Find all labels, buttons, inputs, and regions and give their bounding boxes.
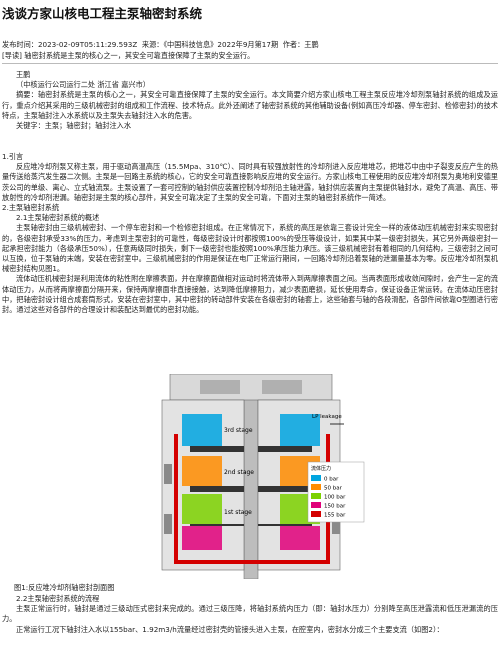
stage1-green-left — [182, 494, 222, 524]
pump-shaft — [243, 373, 259, 580]
bolt — [164, 514, 172, 534]
legend-swatch — [311, 484, 321, 490]
seal-face — [190, 524, 244, 526]
stage1-label: 1st stage — [224, 509, 252, 516]
seal-diagram: 3rd stage 2nd stage 1st stage LP leakage… — [161, 373, 365, 580]
figure-caption: 图1:反应堆冷却剂轴密封剖面图 — [14, 583, 115, 592]
section-1-body: 反应堆冷却剂泵又称主泵，用于驱动高温高压（15.5Mpa、310℃）、同时具有较… — [2, 162, 498, 202]
seal-face — [190, 486, 244, 492]
stage2-label: 2nd stage — [224, 469, 254, 476]
legend-swatch — [311, 493, 321, 499]
abstract: 摘要：轴密封系统是主泵的核心之一，其安全可靠直接保障了主泵的安全运行。本文简要介… — [2, 90, 498, 120]
seal-cross-section-figure: 3rd stage 2nd stage 1st stage LP leakage… — [140, 373, 366, 580]
pressure-legend: 流体压力 0 bar 50 bar 100 bar 150 bar 155 bar — [307, 461, 365, 523]
upper-housing — [169, 373, 333, 401]
section-2-1-body2: 流体动压机械密封是利用流体的粘性附在摩擦表面，并在摩擦面做相对运动时将流体带入到… — [2, 274, 498, 315]
stage1-magenta-right — [280, 526, 320, 550]
section-2-2-body1: 主泵正常运行时，轴封是通过三级动压式密封来完成的。通过三级压降，将轴封系统内压力… — [2, 604, 498, 624]
stage3-label: 3rd stage — [224, 427, 253, 434]
legend-swatch — [311, 502, 321, 508]
legend-swatch — [311, 511, 321, 517]
section-2-1-body: 主泵轴密封由三级机械密封、一个停车密封和一个检修密封组成。在正常情况下，系统的高… — [2, 223, 498, 274]
legend-label: 0 bar — [324, 477, 339, 483]
legend-label: 150 bar — [324, 504, 346, 510]
legend-label: 50 bar — [324, 486, 343, 492]
author-affiliation: （中核运行公司运行二处 浙江省 嘉兴市） — [16, 80, 150, 90]
divider — [2, 63, 498, 64]
source-label: 来源： — [141, 40, 164, 49]
section-1: 1.引言 反应堆冷却剂泵又称主泵，用于驱动高温高压（15.5Mpa、310℃）、… — [2, 152, 498, 315]
source-link[interactable]: 《中国科技信息》2022年9月第17期 — [163, 40, 279, 49]
legend-label: 155 bar — [324, 513, 346, 519]
publish-time: 发布时间：2023-02-09T05:11:29.593Z — [2, 40, 138, 49]
stage1-magenta-left — [182, 526, 222, 550]
hp-channel-left — [174, 434, 178, 564]
author-block: 王鹏 （中核运行公司运行二处 浙江省 嘉兴市） 摘要：轴密封系统是主泵的核心之一… — [2, 70, 498, 131]
section-2-2: 2.2主泵轴密封系统的流程 主泵正常运行时，轴封是通过三级动压式密封来完成的。通… — [2, 594, 498, 635]
section-2-2-body2: 正常运行工况下轴封注入水以155bar、1.92m3/h流量经过密封壳的管接头进… — [16, 624, 444, 634]
author-link[interactable]: 王鹏 — [304, 40, 319, 49]
author-name: 王鹏 — [16, 70, 31, 79]
stage2-zone-left — [182, 456, 222, 486]
seal-face — [190, 446, 244, 452]
author-label: 作者： — [282, 40, 305, 49]
seal-face — [258, 446, 312, 452]
section-2-2-heading: 2.2主泵轴密封系统的流程 — [16, 594, 100, 603]
stage3-zone-left — [182, 414, 222, 446]
stage3-zone-right — [280, 414, 320, 446]
section-2-heading: 2.主泵轴密封系统 — [2, 203, 60, 213]
bolt — [332, 514, 340, 534]
legend-title: 流体压力 — [311, 465, 331, 472]
bolt — [164, 464, 172, 484]
keywords: 关键字：主泵；轴密封；轴封注入水 — [16, 121, 132, 131]
lp-leakage-label: LP leakage — [312, 414, 342, 420]
legend-label: 100 bar — [324, 495, 346, 501]
hp-channel-bottom — [174, 560, 330, 564]
legend-items: 0 bar 50 bar 100 bar 150 bar 155 bar — [311, 475, 346, 519]
seal-face — [258, 486, 312, 492]
page-title: 浅谈方家山核电工程主泵轴密封系统 — [2, 6, 203, 21]
guide-text: [导读] 轴密封系统是主泵的核心之一，其安全可靠直接保障了主泵的安全运行。 — [2, 51, 255, 60]
section-2-1-heading: 2.1主泵轴密封系统的概述 — [16, 213, 100, 223]
legend-swatch — [311, 475, 321, 481]
housing-detail — [200, 380, 240, 394]
article-meta: 发布时间：2023-02-09T05:11:29.593Z 来源：《中国科技信息… — [2, 40, 498, 50]
section-1-heading: 1.引言 — [2, 152, 24, 161]
housing-detail — [262, 380, 302, 394]
seal-face — [258, 524, 312, 526]
